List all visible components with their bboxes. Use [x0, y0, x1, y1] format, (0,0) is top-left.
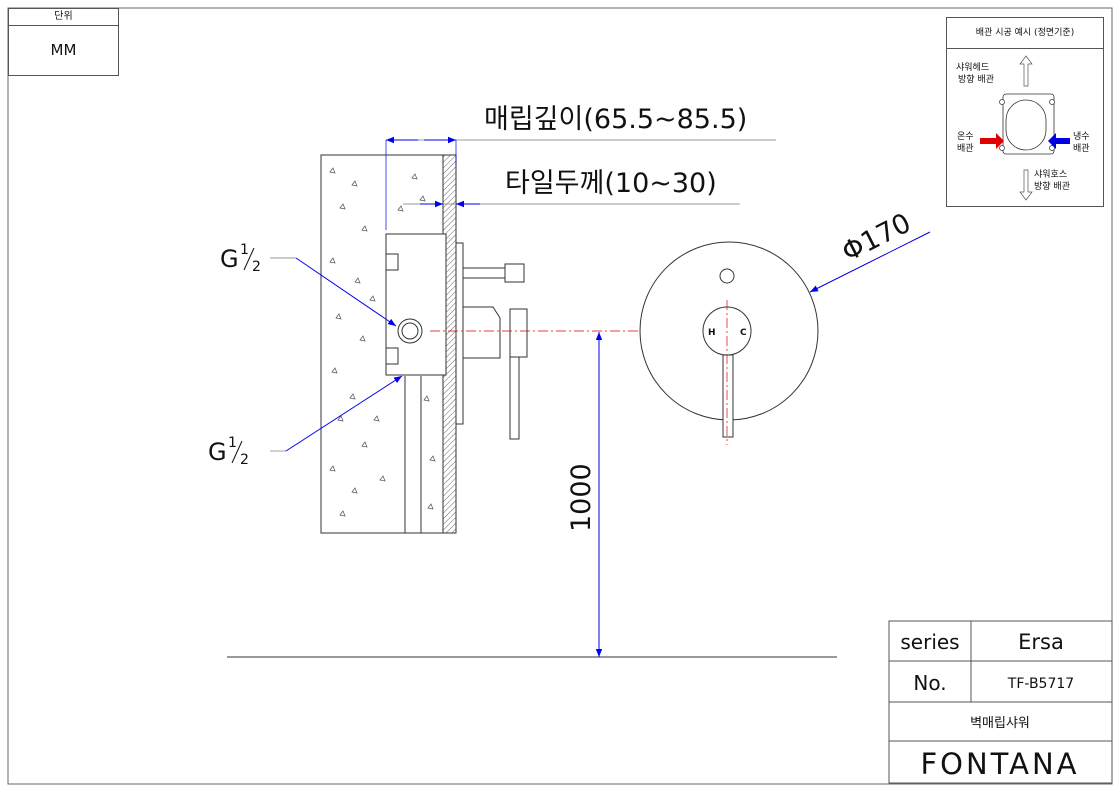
valve-inlet-inner: [401, 322, 419, 340]
legend-shower-hose-2: 방향 배관: [1034, 180, 1070, 192]
diverter-stem: [462, 267, 506, 279]
pipe-size-bottom-g: G: [208, 438, 227, 466]
embed-depth-label: 매립깊이(65.5~85.5): [484, 104, 747, 135]
cover-plate-side: [455, 242, 464, 425]
legend-diagram: [980, 55, 1070, 201]
unit-box: 단위 MM: [8, 8, 119, 76]
no-value: TF-B5717: [1007, 676, 1074, 692]
product-name: 벽매립샤워: [970, 716, 1030, 731]
handle-hub: [509, 308, 528, 358]
tile-thickness-label: 타일두께(10~30): [505, 168, 717, 199]
front-view: [639, 241, 819, 445]
pipe-size-top-den: 2: [252, 259, 261, 275]
pipe-size-bottom-slash: [231, 440, 243, 464]
legend-cold-2: 배관: [1073, 143, 1090, 154]
legend-hot-2: 배관: [957, 143, 974, 154]
handle-lever-front: [722, 354, 734, 438]
legend-shower-head-1: 샤워헤드: [956, 61, 989, 73]
handle-base: [462, 306, 501, 359]
concrete-speckles: [329, 167, 436, 517]
legend-hot-1: 온수: [957, 131, 974, 142]
hot-arrow-icon: [980, 133, 1004, 149]
handle-lever: [509, 356, 520, 440]
cold-arrow-icon: [1048, 133, 1070, 149]
pipe-size-bottom-num: 1: [228, 435, 237, 451]
diverter-knob-front: [719, 268, 735, 284]
cold-mark: C: [740, 328, 747, 338]
legend-shower-hose-1: 샤워호스: [1034, 169, 1067, 180]
no-label: No.: [913, 671, 946, 695]
shower-head-arrow-icon: [1019, 55, 1033, 87]
legend-cold-1: 냉수: [1073, 131, 1090, 142]
unit-label: 단위: [8, 8, 119, 26]
brand-name: FONTANA: [920, 747, 1079, 781]
side-dimensions: [270, 136, 776, 452]
pipe-size-top-num: 1: [240, 242, 249, 258]
series-value: Ersa: [1018, 630, 1064, 654]
valve-port-top: [385, 253, 399, 271]
series-label: series: [900, 630, 959, 654]
legend-title: 배관 시공 예시 (정면기준): [947, 18, 1103, 49]
piping-legend: 배관 시공 예시 (정면기준): [946, 17, 1104, 207]
side-view: [320, 154, 660, 534]
pipe-size-top-g: G: [220, 245, 239, 273]
front-dimensions: [227, 231, 931, 658]
sheet-border: [7, 7, 1113, 785]
legend-shower-head-2: 방향 배관: [958, 73, 994, 85]
title-block-grid: [888, 620, 1113, 784]
valve-port-bottom: [385, 347, 399, 365]
pipe-size-top-slash: [243, 247, 255, 271]
unit-value: MM: [8, 25, 119, 76]
hot-mark: H: [708, 328, 716, 338]
diverter-knob: [504, 263, 525, 283]
pipe-size-bottom-den: 2: [240, 452, 249, 468]
height-label: 1000: [566, 463, 597, 532]
shower-hose-arrow-icon: [1019, 169, 1033, 201]
